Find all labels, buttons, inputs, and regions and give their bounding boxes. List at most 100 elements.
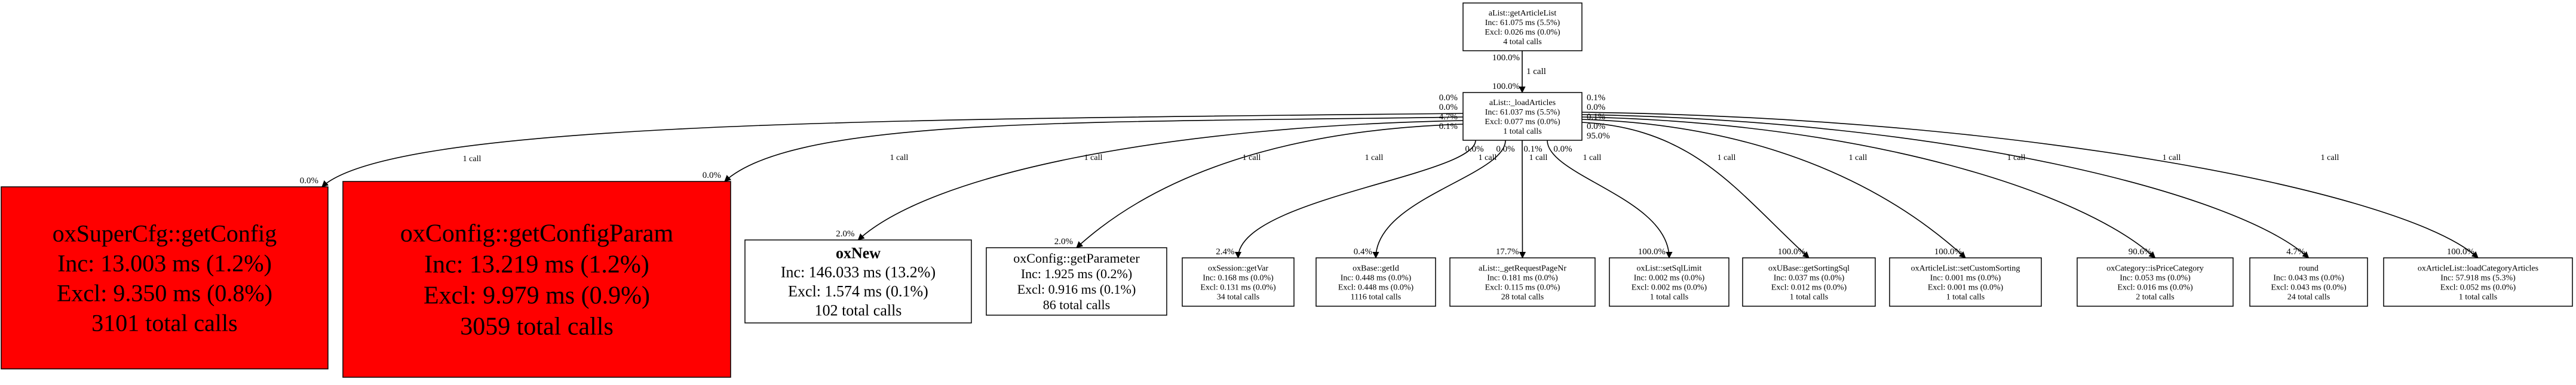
edge-source-pct: 0.0% (1587, 103, 1605, 112)
edge-source-pct: 4.7% (1439, 112, 1458, 122)
node-box (2077, 257, 2234, 307)
node-name: aList::_loadArticles (1489, 98, 1556, 107)
node-calls: 86 total calls (1043, 297, 1110, 312)
edge-target-pct: 100.0% (1778, 247, 1805, 257)
edge-call-label: 1 call (1243, 153, 1261, 162)
node-inc: Inc: 146.033 ms (13.2%) (781, 264, 936, 281)
node-inc: Inc: 0.053 ms (0.0%) (2120, 273, 2191, 282)
node-name: oxCategory::isPriceCategory (2106, 264, 2204, 273)
edge-target-pct: 0.4% (1354, 247, 1372, 257)
edge-target-pct: 0.0% (300, 176, 318, 186)
edge-target-pct: 17.7% (1496, 247, 1519, 257)
edge-target-pct: 4.7% (2286, 247, 2305, 257)
node-inc: Inc: 0.168 ms (0.0%) (1203, 273, 1274, 282)
call-edge (1581, 116, 2156, 258)
node-name: oxSession::getVar (1208, 264, 1268, 273)
edge-call-label: 1 call (1526, 67, 1546, 76)
node-calls: 34 total calls (1217, 292, 1260, 301)
node-excl: Excl: 0.026 ms (0.0%) (1485, 28, 1560, 37)
edge-source-pct: 0.0% (1553, 144, 1572, 154)
node-excl: Excl: 0.002 ms (0.0%) (1632, 283, 1707, 292)
edge-target-pct: 2.0% (836, 229, 854, 239)
node-name: oxList::setSqlLimit (1637, 264, 1702, 273)
edge-source-pct: 95.0% (1587, 131, 1610, 141)
edge-call-label: 1 call (1084, 153, 1103, 162)
node-name: oxBase::getId (1353, 264, 1399, 273)
node-child[interactable]: oxArticleList::loadCategoryArticlesInc: … (2383, 257, 2573, 307)
node-calls: 24 total calls (2287, 292, 2330, 301)
node-box (744, 239, 972, 324)
node-box (2249, 257, 2368, 307)
call-edge (724, 116, 1464, 182)
node-inc: Inc: 0.037 ms (0.0%) (1774, 273, 1845, 282)
edge-call-label: 1 call (1529, 153, 1548, 162)
node-name: oxArticleList::setCustomSorting (1911, 264, 2020, 273)
edge-target-pct: 100.0% (1934, 247, 1962, 257)
edge-call-label: 1 call (1365, 153, 1384, 162)
node-inc: Inc: 61.037 ms (5.5%) (1485, 108, 1560, 117)
node-name: aList::_getRequestPageNr (1479, 264, 1566, 273)
call-edge (321, 113, 1464, 187)
edge-target-pct: 100.0% (1492, 82, 1520, 91)
node-excl: Excl: 0.016 ms (0.0%) (2117, 283, 2193, 292)
edge-source-pct: 100.0% (1492, 53, 1520, 63)
node-box (1449, 257, 1596, 307)
call-edge (1234, 140, 1476, 259)
node-excl: Excl: 0.131 ms (0.0%) (1200, 283, 1276, 292)
node-excl: Excl: 0.077 ms (0.0%) (1485, 118, 1560, 127)
node-box (1462, 2, 1583, 51)
node-inc: Inc: 57.918 ms (5.3%) (2440, 273, 2516, 282)
node-box (1315, 257, 1436, 307)
node-box (342, 181, 731, 378)
node-inc: Inc: 0.181 ms (0.0%) (1487, 273, 1558, 282)
edge-source-pct: 0.1% (1439, 122, 1458, 131)
edge-target-pct: 100.0% (1638, 247, 1666, 257)
edge-call-label: 1 call (1479, 153, 1497, 162)
edge-source-pct: 0.0% (1587, 122, 1605, 131)
edge-source-pct: 0.1% (1587, 112, 1605, 122)
node-inc: Inc: 0.001 ms (0.0%) (1930, 273, 2001, 282)
call-edge (1547, 140, 1673, 259)
edge-target-pct: 2.0% (1054, 237, 1073, 247)
edge-call-label: 1 call (1718, 153, 1736, 162)
edge-source-pct: 0.0% (1439, 93, 1458, 103)
node-calls: 1 total calls (2459, 292, 2498, 301)
edge-source-pct: 0.0% (1439, 103, 1458, 112)
node-calls: 3101 total calls (91, 310, 237, 337)
node-name: aList::getArticleList (1489, 9, 1557, 18)
node-excl: Excl: 0.448 ms (0.0%) (1338, 283, 1414, 292)
node-box (1182, 257, 1295, 307)
edge-source-pct: 0.0% (1465, 144, 1483, 154)
edge-call-label: 1 call (2321, 153, 2339, 162)
edge-target-pct: 2.4% (1216, 247, 1234, 257)
node-calls: 1 total calls (1503, 127, 1542, 136)
call-edge (1581, 119, 1966, 258)
call-edge (1581, 122, 1810, 258)
node-calls: 3059 total calls (460, 313, 614, 341)
node-excl: Excl: 0.043 ms (0.0%) (2271, 283, 2347, 292)
node-inc: Inc: 0.002 ms (0.0%) (1634, 273, 1705, 282)
node-calls: 102 total calls (815, 302, 902, 319)
node-calls: 1 total calls (1790, 292, 1829, 301)
node-excl: Excl: 9.979 ms (0.9%) (424, 282, 650, 310)
node-box (1609, 257, 1729, 307)
node-inc: Inc: 13.003 ms (1.2%) (57, 250, 272, 277)
node-name: oxUBase::getSortingSql (1768, 264, 1850, 273)
node-box (1889, 257, 2042, 307)
edge-target-pct: 0.0% (703, 171, 721, 180)
